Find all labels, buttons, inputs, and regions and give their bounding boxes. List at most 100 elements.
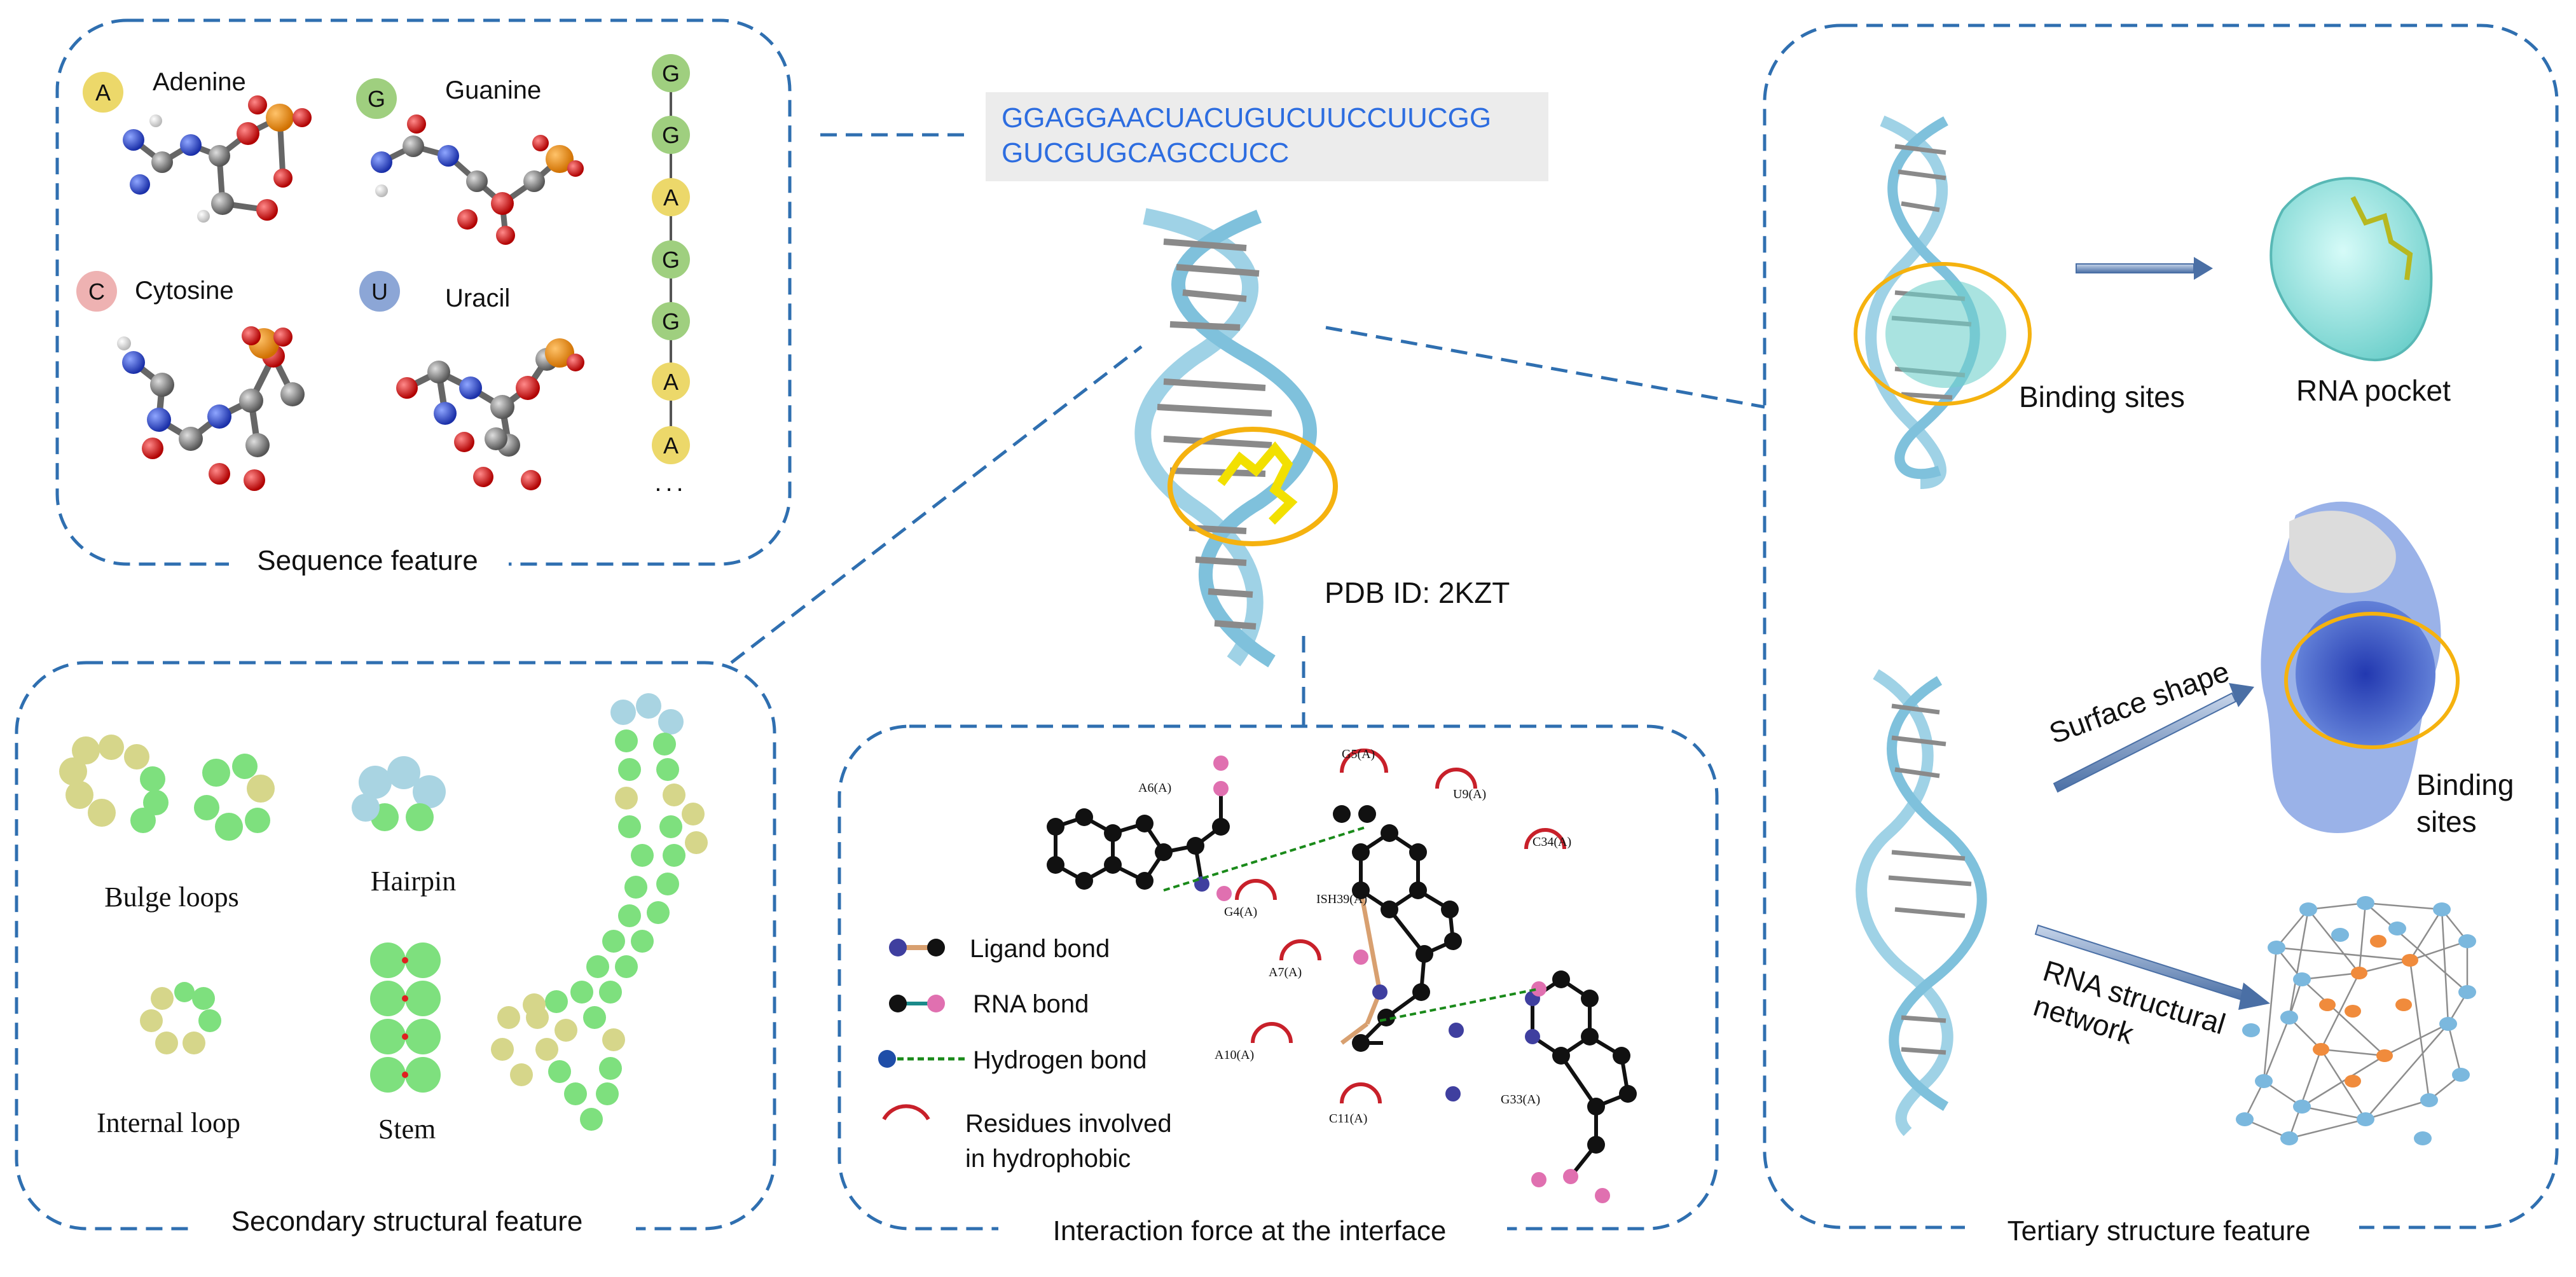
rna-pocket-icon xyxy=(2269,177,2433,362)
stem-diagram xyxy=(370,942,441,1093)
nucleotide-letter-adenine: A xyxy=(95,79,111,106)
binding-site-ring xyxy=(1854,262,2032,406)
hydrogen-bond-line xyxy=(1379,988,1539,1022)
binding-sites-label-2-line-1: Binding xyxy=(2416,768,2514,801)
legend-ligand-bond: Ligand bond xyxy=(889,935,1110,963)
legend-hydrophobic-line-1: Residues involved xyxy=(965,1110,1172,1138)
interaction-panel: A6(A) G5(A) U9(A) C34(A) G4(A) ISH39(A) … xyxy=(878,747,1637,1253)
hairpin-label: Hairpin xyxy=(371,866,456,897)
ligand-icon xyxy=(1217,441,1298,525)
residue-labels: A6(A) G5(A) U9(A) C34(A) G4(A) ISH39(A) … xyxy=(1138,747,1571,1126)
hydrogen-bond-line xyxy=(1163,825,1368,892)
ligplot-molecules xyxy=(1047,756,1637,1203)
strand-letter: G xyxy=(662,247,680,273)
nucleotide-name-uracil: Uracil xyxy=(445,284,510,312)
nucleotide-name-guanine: Guanine xyxy=(445,76,541,104)
strand-base: A xyxy=(652,178,690,216)
surface-shape-arrow-icon xyxy=(2053,683,2254,793)
tertiary-panel-caption: Tertiary structure feature xyxy=(2008,1215,2311,1246)
sequence-panel-caption: Sequence feature xyxy=(257,545,478,576)
sequence-box xyxy=(986,92,1548,181)
rna-helix-icon xyxy=(1134,208,1338,668)
residue-label-g5: G5(A) xyxy=(1342,747,1375,761)
connector-lines xyxy=(730,133,1765,726)
bulge-loop-diagram-1 xyxy=(59,735,169,833)
stem-label: Stem xyxy=(378,1114,436,1145)
interaction-panel-caption: Interaction force at the interface xyxy=(1053,1215,1447,1246)
cytosine-molecule-icon xyxy=(117,326,305,491)
strand-base: A xyxy=(652,426,690,464)
binding-sites-label-2-line-2: sites xyxy=(2416,805,2477,838)
strand-base: G xyxy=(652,54,690,92)
rna-surface-icon xyxy=(2261,501,2460,833)
residue-label-g33: G33(A) xyxy=(1501,1093,1540,1107)
hydrophobic-arc-icon xyxy=(882,1104,930,1121)
strand-letter: G xyxy=(662,60,680,86)
network-arrow-icon xyxy=(2034,924,2270,1010)
sequence-panel: A Adenine G Guanine C Cytosine xyxy=(76,54,690,585)
residue-label-c11: C11(A) xyxy=(1329,1112,1367,1126)
strand-base: G xyxy=(652,302,690,340)
nucleotide-letter-uracil: U xyxy=(371,279,388,305)
sequence-strand: G G A G G A A ... xyxy=(652,54,690,497)
legend-hydrogen-bond-label: Hydrogen bond xyxy=(973,1046,1147,1074)
nucleotide-badge-adenine xyxy=(83,72,123,113)
residue-label-c34: C34(A) xyxy=(1533,835,1571,849)
internal-loop-diagram xyxy=(140,982,221,1054)
rna-helix-surface-icon xyxy=(1856,669,1987,1136)
residue-label-a7: A7(A) xyxy=(1269,965,1302,979)
caption-bg xyxy=(1965,1205,2359,1250)
nucleotide-letter-cytosine: C xyxy=(88,279,105,305)
binding-site-ring xyxy=(1167,427,1338,546)
surface-shape-label: Surface shape xyxy=(2045,654,2234,750)
tertiary-panel: Binding sites RNA pocket Surface shape B… xyxy=(1854,115,2514,1250)
strand-letter: A xyxy=(663,432,678,459)
strand-letter: A xyxy=(663,369,678,395)
caption-bg xyxy=(191,1205,636,1250)
nucleotide-badge-uracil xyxy=(359,271,400,312)
connector-tertiary xyxy=(1325,326,1765,409)
adenine-molecule-icon xyxy=(123,95,312,223)
legend-hydrophobic-line-2: in hydrophobic xyxy=(965,1145,1131,1173)
rna-network-graph xyxy=(2236,896,2476,1145)
strand-letter: A xyxy=(663,184,678,211)
legend-hydrogen-bond: Hydrogen bond xyxy=(878,1046,1147,1074)
cytosine-entry: C Cytosine xyxy=(76,271,305,491)
guanine-entry: G Guanine xyxy=(356,76,584,245)
legend-hydrophobic: Residues involved in hydrophobic xyxy=(882,1104,1172,1173)
strand-base: G xyxy=(652,116,690,154)
legend-rna-bond: RNA bond xyxy=(889,990,1089,1018)
secondary-panel-border xyxy=(15,661,776,1231)
nucleotide-letter-guanine: G xyxy=(368,86,385,112)
uracil-entry: U Uracil xyxy=(359,271,584,490)
legend-ligand-bond-label: Ligand bond xyxy=(970,935,1110,963)
residue-label-u9: U9(A) xyxy=(1453,787,1486,801)
nucleotide-name-adenine: Adenine xyxy=(153,68,246,96)
caption-bg xyxy=(229,541,509,585)
sequence-line-2: GUCGUGCAGCCUCC xyxy=(1002,137,1289,169)
connector-secondary xyxy=(730,345,1143,664)
caption-bg xyxy=(998,1208,1507,1253)
right-arrow-icon xyxy=(2076,257,2213,280)
strand-base: A xyxy=(652,362,690,401)
rna-helix-binding-icon xyxy=(1854,115,2032,489)
sequence-line-1: GGAGGAACUACUGUCUUCCUUCGG xyxy=(1002,102,1491,134)
strand-ellipsis: ... xyxy=(654,469,687,497)
internal-loop-label: Internal loop xyxy=(97,1107,240,1138)
hairpin-diagram xyxy=(352,756,446,831)
residue-label-g4: G4(A) xyxy=(1224,905,1257,919)
strand-base: G xyxy=(652,240,690,279)
binding-sites-label: Binding sites xyxy=(2019,380,2185,413)
binding-site-ring xyxy=(2284,612,2460,749)
legend-rna-bond-label: RNA bond xyxy=(973,990,1089,1018)
strand-letter: G xyxy=(662,308,680,335)
guanine-molecule-icon xyxy=(371,114,584,245)
pdb-id-label: PDB ID: 2KZT xyxy=(1325,576,1510,609)
center-structure: GGAGGAACUACUGUCUUCCUUCGG GUCGUGCAGCCUCC … xyxy=(986,92,1548,668)
residue-label-a6: A6(A) xyxy=(1138,781,1171,795)
bulge-loop-diagram-2 xyxy=(194,754,275,841)
adenine-entry: A Adenine xyxy=(83,68,312,223)
nucleotide-badge-cytosine xyxy=(76,271,117,312)
nucleotide-name-cytosine: Cytosine xyxy=(135,277,234,305)
